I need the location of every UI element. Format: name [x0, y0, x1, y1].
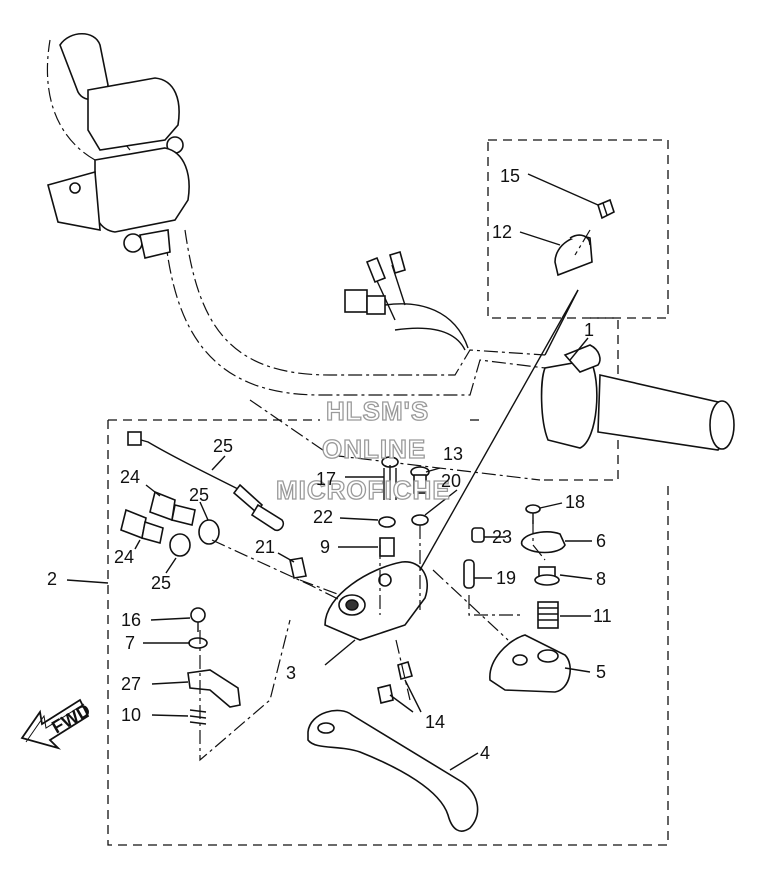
callout-11: 11	[593, 606, 612, 626]
group-box-2	[107, 419, 669, 846]
callout-22: 22	[313, 507, 333, 527]
callout-15: 15	[500, 166, 520, 186]
right-switch-and-grip	[540, 344, 735, 451]
bolt-17	[381, 456, 399, 500]
callout-13: 13	[443, 444, 463, 464]
nut-25a	[198, 519, 220, 545]
callout-3: 3	[286, 663, 296, 683]
leader-lines	[66, 173, 599, 771]
callout-labels: 15 12 1 25 13 24 17 20 25 18 22 23 6 21 …	[47, 166, 612, 763]
screw-15	[597, 198, 615, 220]
pivot-5	[489, 634, 571, 693]
collar-23	[471, 527, 485, 543]
callout-24-top: 24	[120, 467, 140, 487]
washer-7	[188, 637, 208, 649]
bolt-8	[534, 566, 560, 586]
washer-20	[411, 514, 429, 526]
callout-17: 17	[316, 469, 336, 489]
watermark-line-2: ONLINE	[322, 434, 426, 464]
spring-10	[189, 709, 207, 725]
pin-19	[463, 559, 475, 589]
nut-25b	[169, 533, 191, 557]
fwd-direction-arrow: FWD	[20, 698, 94, 750]
callout-5: 5	[596, 662, 606, 682]
switch-21	[289, 557, 307, 579]
switch-clamp-12	[554, 234, 593, 277]
screw-16	[190, 607, 206, 632]
callout-26: 25	[213, 436, 233, 456]
watermark: HLSM'S ONLINE MICROFICHE	[275, 395, 451, 505]
watermark-line-1: HLSM'S	[326, 396, 429, 426]
clutch-switch-cable-26	[127, 431, 285, 532]
callout-21: 21	[255, 537, 275, 557]
callout-6: 6	[596, 531, 606, 551]
adjuster-24a	[149, 490, 196, 526]
wire-harness	[344, 250, 469, 351]
bushing-9	[379, 537, 395, 557]
callout-20: 20	[441, 471, 461, 491]
callout-8: 8	[596, 569, 606, 589]
nut-14a	[397, 661, 413, 680]
bolt-13	[410, 466, 430, 494]
adjuster-24b	[120, 508, 164, 545]
callout-24-bottom: 24	[114, 547, 134, 567]
callout-25-bottom: 25	[151, 573, 171, 593]
callout-27: 27	[121, 674, 141, 694]
washer-22	[378, 516, 396, 528]
callout-12: 12	[492, 222, 512, 242]
callout-7: 7	[125, 633, 135, 653]
callout-19: 19	[496, 568, 516, 588]
master-cylinder-assembly	[47, 32, 190, 259]
callout-14: 14	[425, 712, 445, 732]
plate-6	[521, 530, 566, 554]
callout-23: 23	[492, 527, 512, 547]
spring-11	[537, 601, 559, 629]
watermark-line-3: MICROFICHE	[276, 475, 451, 505]
callout-18: 18	[565, 492, 585, 512]
bracket-27	[187, 669, 241, 708]
nut-14b	[377, 684, 394, 704]
assembly-lines	[199, 229, 591, 762]
callout-16: 16	[121, 610, 141, 630]
callout-9: 9	[320, 537, 330, 557]
callout-25-top: 25	[189, 485, 209, 505]
callout-10: 10	[121, 705, 141, 725]
callout-1: 1	[584, 320, 594, 340]
callout-2: 2	[47, 569, 57, 589]
clutch-lever-4	[307, 709, 479, 832]
lever-holder-3	[324, 561, 428, 641]
callout-4: 4	[480, 743, 490, 763]
